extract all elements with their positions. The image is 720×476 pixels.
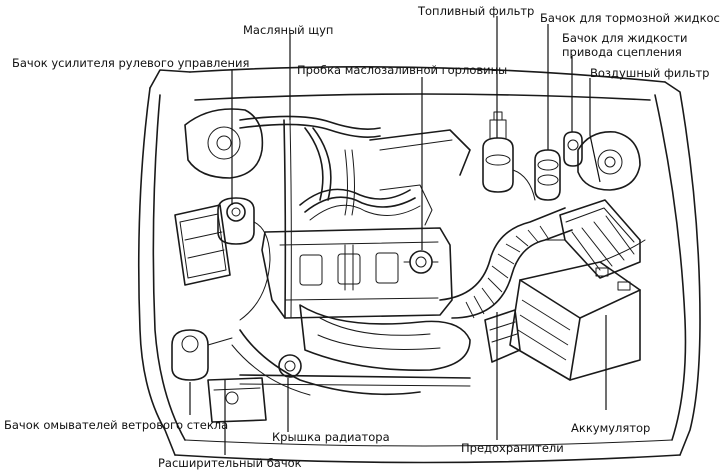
label-washer-reservoir: Бачок омывателей ветрового стекла [4, 418, 228, 432]
label-clutch-fluid-reservoir-line2: привода сцепления [562, 45, 682, 59]
label-power-steering-reservoir: Бачок усилителя рулевого управления [12, 56, 249, 70]
fuel-filter [482, 111, 536, 201]
intake-manifold [231, 304, 471, 396]
label-dipstick: Масляный щуп [243, 23, 333, 37]
label-clutch-fluid-reservoir-line1: Бачок для жидкости [562, 31, 688, 45]
relay-box [174, 204, 231, 286]
clutch-fluid-reservoir [563, 131, 583, 167]
radiator-cap [239, 354, 471, 387]
label-expansion-tank: Расширительный бачок [158, 456, 302, 470]
engine-bay-outline [137, 66, 701, 464]
valve-cover [261, 227, 453, 319]
oil-filler-cap [403, 250, 439, 274]
leader-lines [189, 16, 607, 455]
label-oil-filler-cap: Пробка маслозаливной горловины [297, 63, 507, 77]
upper-hoses [239, 115, 471, 216]
dipstick [283, 119, 292, 319]
brake-fluid-reservoir [534, 149, 561, 201]
callout-labels: Бачок усилителя рулевого управления Масл… [4, 4, 720, 470]
label-air-filter: Воздушный фильтр [590, 66, 709, 80]
label-radiator-cap: Крышка радиатора [272, 430, 390, 444]
label-fuel-filter: Топливный фильтр [417, 4, 534, 18]
label-battery: Аккумулятор [571, 421, 650, 435]
label-fuses: Предохранители [461, 441, 564, 455]
label-brake-fluid-reservoir: Бачок для тормозной жидкости [540, 11, 720, 25]
air-intake-duct [439, 207, 573, 319]
ignition-leads [299, 184, 433, 226]
left-strut-tower [184, 108, 264, 179]
washer-reservoir [171, 329, 233, 381]
right-strut-tower [577, 131, 641, 191]
air-filter-housing [544, 199, 641, 279]
fuse-box [484, 309, 521, 363]
expansion-tank [207, 377, 267, 423]
battery [509, 239, 646, 381]
power-steering-reservoir [217, 197, 271, 321]
